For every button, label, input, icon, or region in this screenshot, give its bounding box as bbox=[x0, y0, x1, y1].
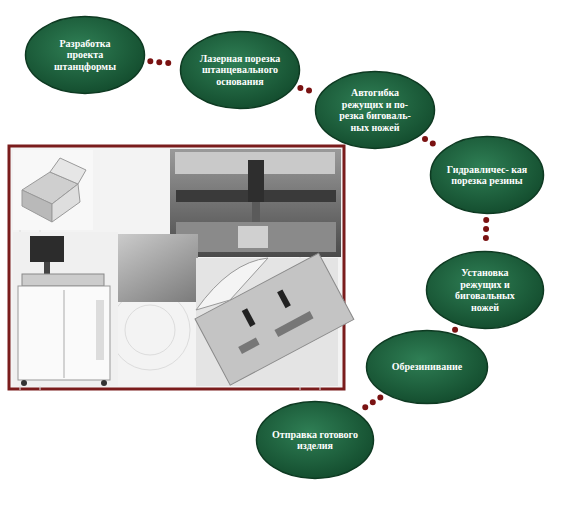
dotted-connector bbox=[452, 329, 459, 330]
step-label: Обрезинивание bbox=[382, 361, 471, 373]
dotted-connector bbox=[362, 397, 380, 409]
process-ellipse: Гидравличес- кая порезка резины bbox=[429, 135, 545, 215]
ellipse-outline bbox=[181, 32, 300, 109]
text-holder: Установка режущих и биговальных ножей bbox=[442, 267, 528, 313]
ellipse-outline bbox=[316, 72, 435, 149]
dotted-connector bbox=[483, 220, 489, 245]
text-holder: Гидравличес- кая порезка резины bbox=[445, 164, 529, 187]
step-label: Отправка готового изделия bbox=[272, 429, 358, 452]
step-label: Разработка проекта штанцформы bbox=[41, 38, 129, 73]
dotted-connector bbox=[150, 61, 174, 63]
box-photo bbox=[13, 150, 93, 230]
ellipse-outline bbox=[257, 402, 374, 479]
ellipse-outline bbox=[427, 252, 544, 329]
die-board-photo bbox=[195, 253, 354, 386]
process-ellipse: Установка режущих и биговальных ножей bbox=[425, 250, 545, 330]
dotted-connector bbox=[300, 88, 314, 92]
dotted-connector bbox=[425, 139, 438, 147]
text-holder: Разработка проекта штанцформы bbox=[41, 38, 129, 73]
process-ellipse: Отправка готового изделия bbox=[255, 400, 375, 480]
process-ellipse: Разработка проекта штанцформы bbox=[24, 15, 146, 95]
step-label: Гидравличес- кая порезка резины bbox=[445, 164, 529, 187]
process-ellipse: Автогибка режущих и по- резка биговаль- … bbox=[314, 70, 436, 150]
ellipse-outline bbox=[367, 331, 488, 404]
text-holder: Лазерная порезка штанцевального основани… bbox=[196, 53, 284, 88]
text-holder: Отправка готового изделия bbox=[272, 429, 358, 452]
step-label: Установка режущих и биговальных ножей bbox=[442, 267, 528, 313]
process-ellipse: Обрезинивание bbox=[365, 329, 489, 405]
bending-machine-photo bbox=[13, 232, 118, 386]
ellipse-outline bbox=[431, 137, 544, 214]
process-ellipse: Лазерная порезка штанцевального основани… bbox=[179, 30, 301, 110]
step-label: Автогибка режущих и по- резка биговаль- … bbox=[331, 87, 419, 133]
text-holder: Обрезинивание bbox=[382, 361, 471, 373]
step-label: Лазерная порезка штанцевального основани… bbox=[196, 53, 284, 88]
ellipse-outline bbox=[26, 17, 145, 94]
text-holder: Автогибка режущих и по- резка биговаль- … bbox=[331, 87, 419, 133]
